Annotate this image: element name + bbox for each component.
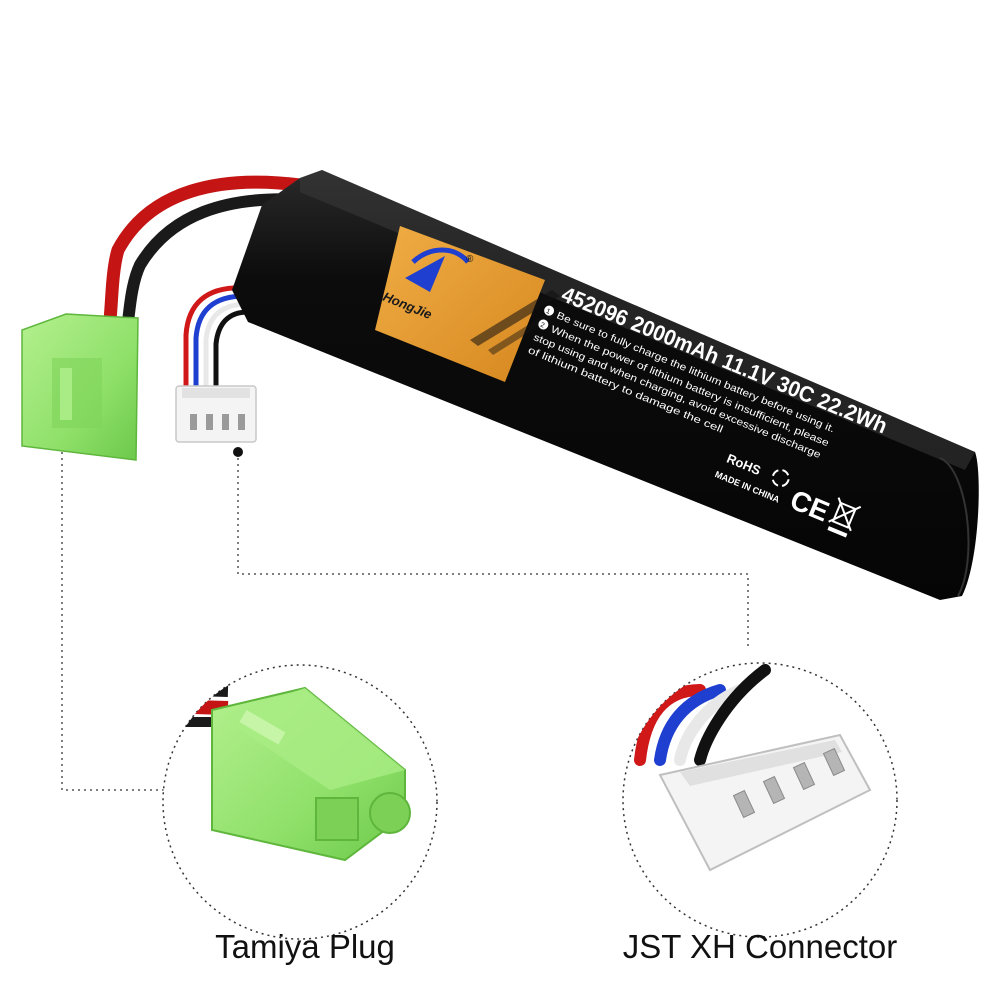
main-power-wires	[103, 175, 311, 328]
jst-anchor-dot	[233, 447, 243, 457]
crossed-bin-icon	[827, 497, 862, 538]
recycle-icon	[771, 469, 790, 488]
tamiya-plug-small	[21, 313, 139, 461]
jst-xh-connector-small	[175, 385, 257, 443]
jst-xh-connector-label: JST XH Connector	[622, 928, 898, 965]
jst-leader-line	[237, 452, 749, 650]
bullet-1: 1	[545, 308, 551, 316]
tamiya-leader-line	[61, 446, 165, 791]
bullet-2-icon	[538, 319, 549, 330]
callout-lines	[61, 446, 749, 791]
tamiya-plug-label: Tamiya Plug	[215, 928, 395, 965]
registered-mark: ®	[466, 254, 474, 265]
bullet-1-icon	[544, 305, 555, 316]
bullet-2: 2	[539, 322, 545, 330]
brand-label: HongJie ®	[375, 226, 565, 382]
jst-connector-closeup	[634, 664, 872, 872]
